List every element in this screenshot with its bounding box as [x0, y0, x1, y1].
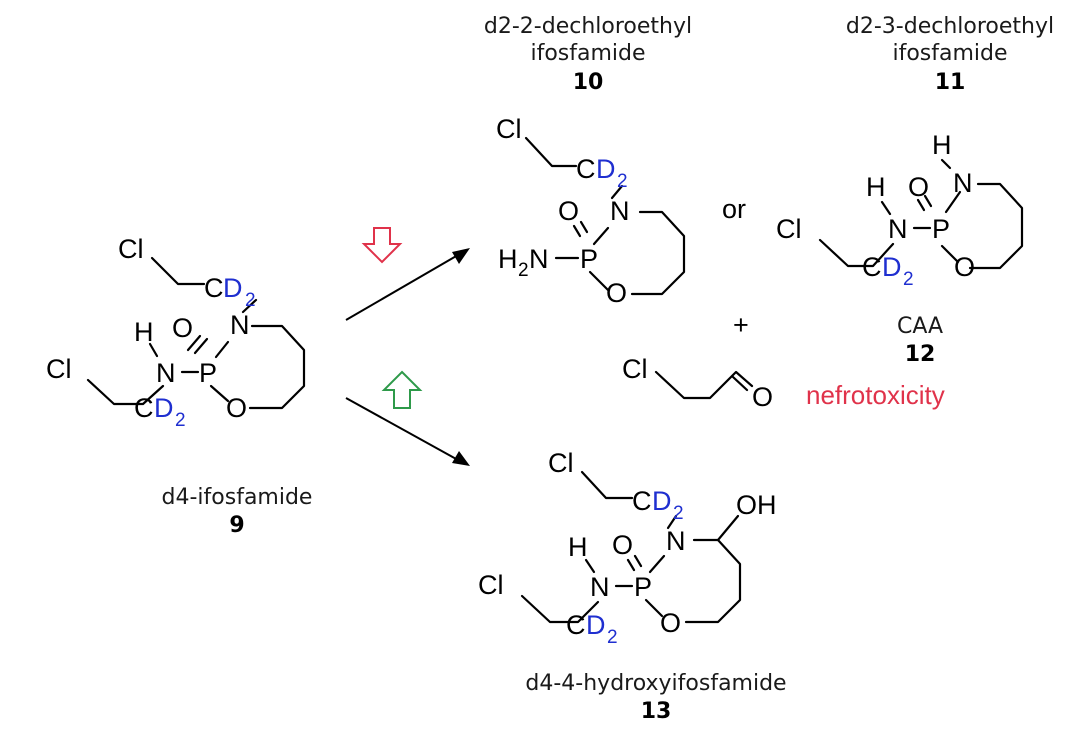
compound-11-d: D: [882, 252, 902, 282]
compound-11-c: C: [862, 252, 882, 282]
compound-13-structure: Cl C D 2 OH N O H N P O Cl C D 2: [478, 448, 777, 648]
compound-10-c: C: [576, 154, 596, 184]
compound-13-h: H: [568, 532, 588, 562]
plus-label: +: [733, 310, 749, 340]
compound-9-d-bottom-subscript: 2: [175, 410, 186, 431]
compound-10-name-line2: ifosfamide: [530, 41, 645, 66]
compound-10-name-line1: d2-2-dechloroethyl: [484, 14, 692, 39]
compound-11-number: 11: [935, 70, 966, 95]
compound-13-c-top: C: [632, 486, 652, 516]
compound-11-d-subscript: 2: [903, 269, 914, 290]
compound-11-n-amine: N: [888, 214, 908, 244]
compound-11-structure: H N H O N P Cl C D 2 O: [776, 130, 1024, 290]
compound-13-number: 13: [641, 699, 672, 724]
compound-10-o-double: O: [558, 196, 579, 226]
compound-9-n-amine: N: [156, 358, 176, 388]
compound-13-o-double: O: [612, 530, 633, 560]
compound-11-cl: Cl: [776, 214, 802, 244]
compound-11-name-line1: d2-3-dechloroethyl: [846, 14, 1054, 39]
compound-12-number: 12: [905, 342, 936, 367]
compound-10-n-amine: N: [529, 244, 549, 274]
compound-11-name-line2: ifosfamide: [892, 41, 1007, 66]
compound-9-name: d4-ifosfamide: [162, 485, 313, 510]
down-arrow-icon: [361, 227, 403, 264]
compound-10-p: P: [580, 244, 598, 274]
compound-9-d-top-subscript: 2: [245, 290, 256, 311]
compound-10-n-ring: N: [610, 196, 630, 226]
compound-9-p: P: [199, 358, 217, 388]
compound-9-o-double: O: [172, 313, 193, 343]
compound-10-cl: Cl: [496, 114, 522, 144]
compound-10-h: H: [498, 244, 518, 274]
compound-11-p: P: [932, 214, 950, 244]
compound-9-c-top: C: [204, 273, 224, 303]
compound-11-h-amine: H: [866, 172, 886, 202]
reaction-arrows: [345, 248, 470, 466]
compound-13-name: d4-4-hydroxyifosfamide: [525, 671, 786, 696]
compound-11-n-ring: N: [953, 168, 973, 198]
compound-13-n-amine: N: [590, 572, 610, 602]
compound-13-d-bottom-subscript: 2: [607, 627, 618, 648]
compound-11-o-double: O: [908, 172, 929, 202]
nefrotoxicity-label: nefrotoxicity: [806, 380, 945, 410]
compound-9-c-bottom: C: [134, 393, 154, 423]
compound-9-structure: Cl C D 2 N O H N P O Cl C D 2: [46, 234, 306, 431]
compound-10-d: D: [596, 154, 616, 184]
compound-10-d-subscript: 2: [617, 171, 628, 192]
compound-13-p: P: [634, 572, 652, 602]
compound-13-d-bottom: D: [586, 610, 606, 640]
compound-10-number: 10: [573, 70, 604, 95]
compound-13-c-bottom: C: [566, 610, 586, 640]
compound-10-h-subscript: 2: [518, 260, 529, 281]
compound-9-d-bottom: D: [154, 393, 174, 423]
compound-12-name: CAA: [897, 314, 943, 339]
compound-12-structure: Cl O: [622, 354, 773, 412]
compound-13-o-ring: O: [660, 608, 681, 638]
compound-12-cl: Cl: [622, 354, 648, 384]
compound-13-d-top: D: [652, 486, 672, 516]
compound-9-o-ring: O: [226, 393, 247, 423]
compound-9-cl-bottom: Cl: [46, 354, 72, 384]
compound-9-n-ring: N: [230, 310, 250, 340]
compound-9-cl-top: Cl: [118, 234, 144, 264]
compound-10-structure: Cl C D 2 N O H 2 N P O: [496, 114, 686, 308]
compound-12-o: O: [752, 382, 773, 412]
compound-13-cl-top: Cl: [548, 448, 574, 478]
or-label: or: [722, 194, 746, 224]
compound-13-n-ring: N: [666, 526, 686, 556]
compound-9-h: H: [134, 317, 154, 347]
compound-9-d-top: D: [223, 273, 243, 303]
compound-13-cl-bottom: Cl: [478, 570, 504, 600]
compound-11-o-ring: O: [954, 252, 975, 282]
compound-9-number: 9: [229, 513, 244, 538]
up-arrow-icon: [381, 370, 423, 409]
compound-11-h-top: H: [932, 130, 952, 160]
compound-13-oh: OH: [736, 490, 777, 520]
compound-10-o-ring: O: [606, 278, 627, 308]
compound-13-d-top-subscript: 2: [673, 503, 684, 524]
